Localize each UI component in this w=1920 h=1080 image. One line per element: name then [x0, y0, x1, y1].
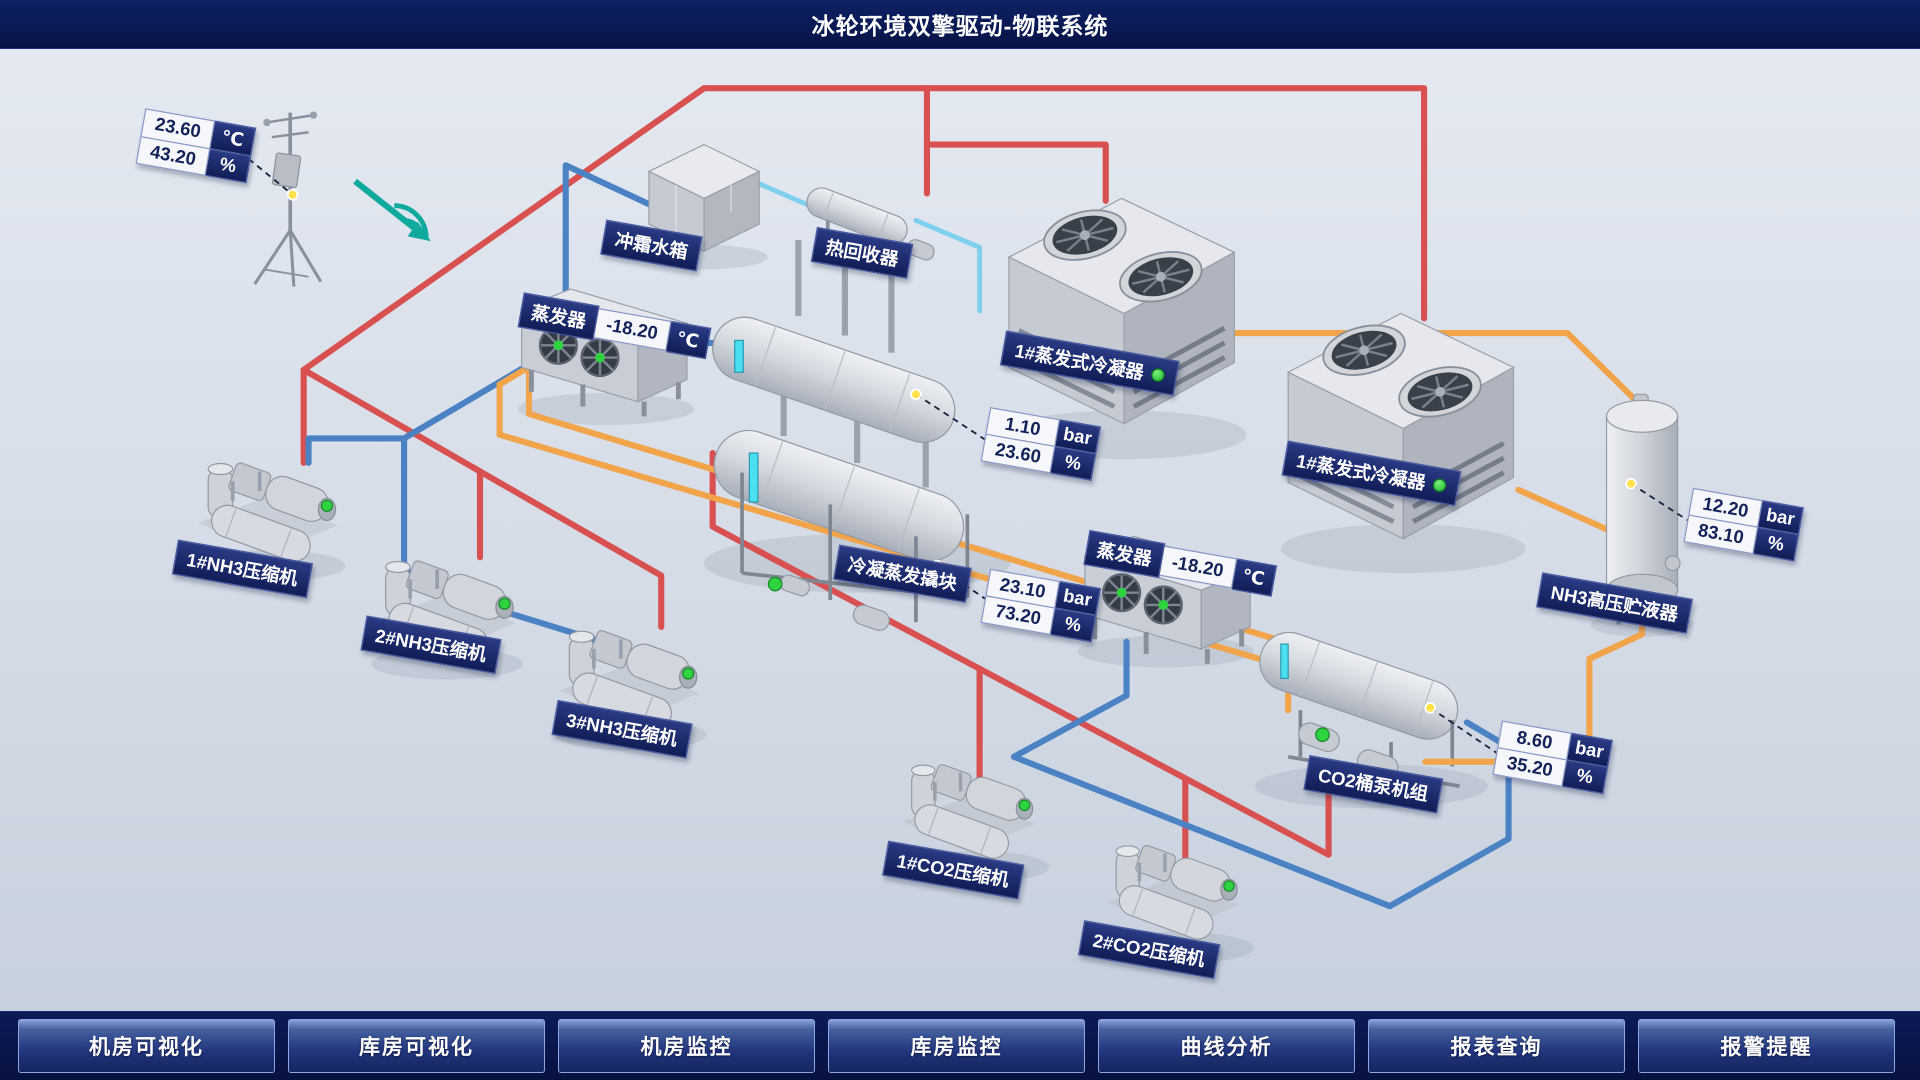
- plant-view: 23.60℃ 43.20% 冲霜水箱 热回收器 蒸发器-18.20℃ 1#蒸发式…: [0, 49, 1920, 1011]
- level-gauge: [748, 452, 759, 503]
- evap-condenser-2: [1288, 313, 1513, 538]
- nav-warehouse-visual[interactable]: 库房可视化: [288, 1019, 545, 1073]
- defrost-water-tank: [647, 143, 761, 253]
- evap-condenser-1: [1009, 198, 1234, 423]
- nav-machine-room-visual[interactable]: 机房可视化: [18, 1019, 275, 1073]
- app-header: 冰轮环境双擎驱动-物联系统: [0, 0, 1920, 49]
- wifi-arrow-icon: [353, 178, 432, 242]
- green-status-dot: [1149, 367, 1166, 383]
- nav-alarm-reminder[interactable]: 报警提醒: [1638, 1019, 1895, 1073]
- bottom-nav: 机房可视化 库房可视化 机房监控 库房监控 曲线分析 报表查询 报警提醒: [0, 1011, 1920, 1080]
- plant-stage: 23.60℃ 43.20% 冲霜水箱 热回收器 蒸发器-18.20℃ 1#蒸发式…: [0, 49, 1920, 1011]
- nh3-high-pressure-receiver: [1605, 393, 1681, 625]
- condensing-evaporating-skid: [712, 232, 970, 631]
- app-title: 冰轮环境双擎驱动-物联系统: [811, 13, 1109, 39]
- nav-report-query[interactable]: 报表查询: [1368, 1019, 1625, 1073]
- nav-machine-room-monitor[interactable]: 机房监控: [558, 1019, 815, 1073]
- weather-station: [253, 111, 323, 287]
- nav-warehouse-monitor[interactable]: 库房监控: [828, 1019, 1085, 1073]
- level-gauge: [1280, 643, 1289, 680]
- level-gauge: [734, 339, 744, 373]
- water-pipes: [756, 181, 983, 314]
- status-dot-icons: [767, 576, 1330, 743]
- nav-curve-analysis[interactable]: 曲线分析: [1098, 1019, 1355, 1073]
- hot-gas-pipes: [300, 85, 1428, 861]
- green-status-dot: [1431, 477, 1447, 494]
- co2-barrel-pump-unit: [1259, 631, 1460, 789]
